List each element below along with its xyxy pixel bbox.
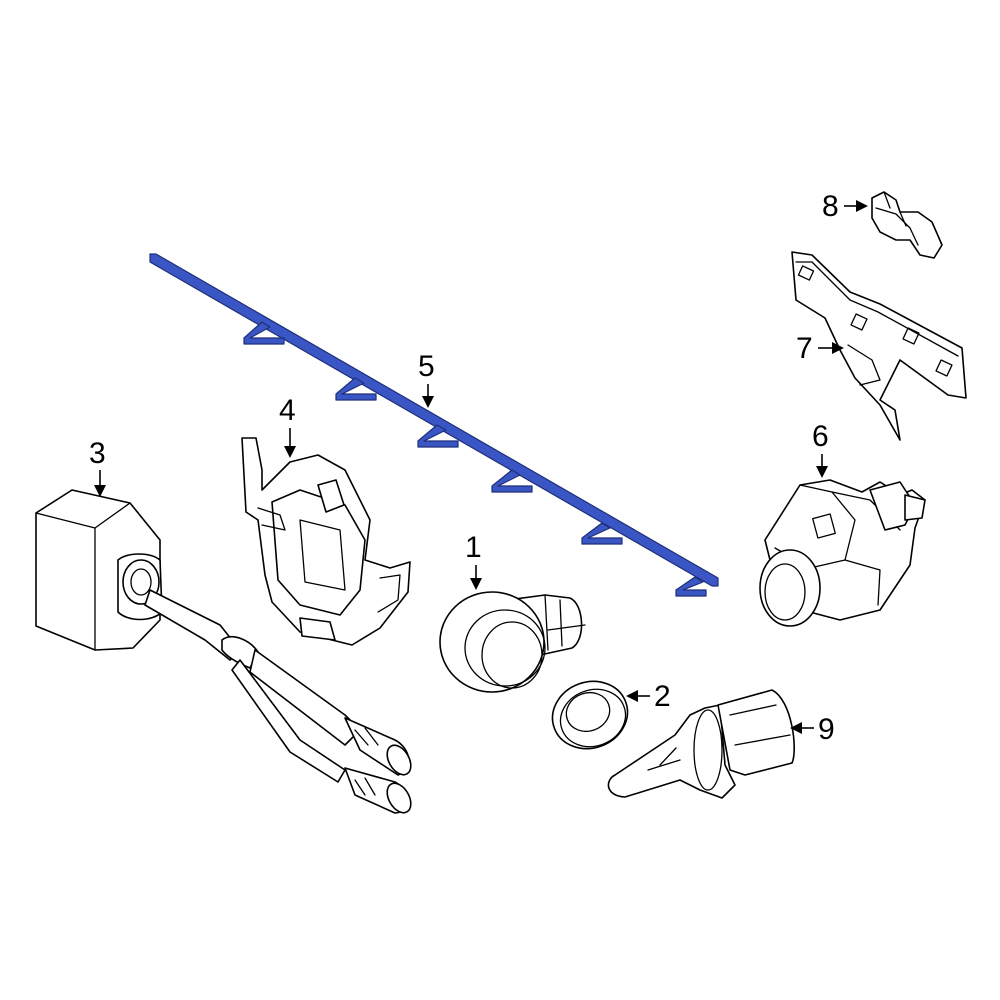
callout-label-7: 7: [796, 332, 813, 365]
callout-label-2: 2: [654, 680, 671, 713]
callout-label-4: 4: [279, 394, 296, 427]
part-2-sensor-ring[interactable]: [543, 671, 637, 759]
part-6-sensor-housing[interactable]: [759, 479, 926, 627]
callout-6: 6: [812, 420, 829, 478]
callout-label-5: 5: [418, 350, 435, 383]
part-8-clip[interactable]: [871, 191, 943, 259]
harness-branch-1: [243, 321, 285, 345]
part-3-control-module[interactable]: [35, 489, 416, 817]
callout-4: 4: [279, 394, 296, 458]
part-5-wiring-harness[interactable]: [149, 253, 719, 597]
callout-1: 1: [465, 531, 482, 590]
callout-label-6: 6: [812, 420, 829, 453]
callout-3: 3: [89, 437, 106, 497]
callout-9: 9: [790, 713, 835, 746]
callout-label-8: 8: [822, 190, 839, 223]
part-4-sensor-bracket[interactable]: [241, 437, 411, 646]
harness-branch-5: [581, 522, 623, 545]
callout-label-3: 3: [89, 437, 106, 470]
part-9-grommet[interactable]: [607, 689, 795, 799]
callout-label-1: 1: [465, 531, 482, 564]
harness-branch-2: [335, 377, 377, 401]
harness-branch-6: [675, 576, 707, 597]
harness-branch-3: [417, 424, 459, 448]
part-1-parking-sensor[interactable]: [439, 591, 586, 693]
harness-main-strip: [149, 253, 719, 587]
callout-label-9: 9: [818, 713, 835, 746]
callout-8: 8: [822, 190, 868, 223]
callout-7: 7: [796, 332, 844, 365]
part-7-mounting-bracket[interactable]: [791, 251, 967, 441]
callout-2: 2: [626, 680, 671, 713]
callout-5: 5: [418, 350, 435, 408]
harness-branch-4: [491, 469, 533, 493]
